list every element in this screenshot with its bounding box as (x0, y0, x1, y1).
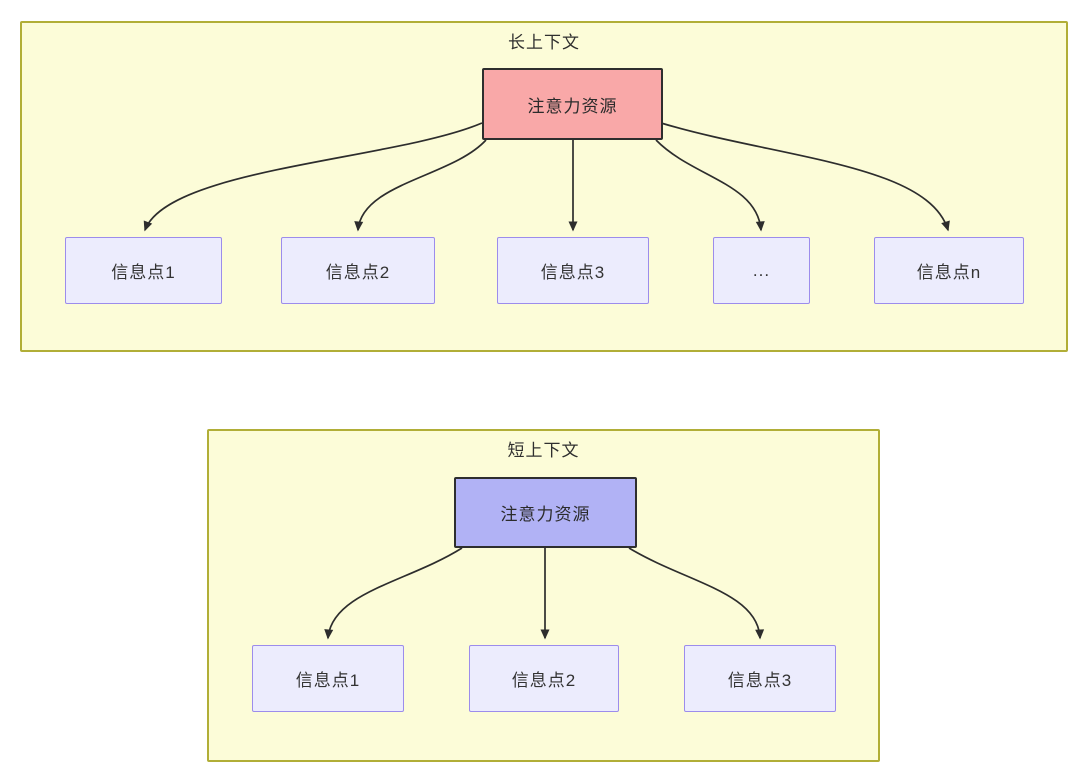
long-attention-box: 注意力资源 (482, 68, 663, 140)
short-info-box-2: 信息点2 (469, 645, 619, 712)
short-context-title: 短上下文 (507, 441, 580, 460)
short-info-box-3: 信息点3 (684, 645, 836, 712)
long-info-box-3: 信息点3 (497, 237, 649, 304)
long-info-box-1: 信息点1 (65, 237, 222, 304)
long-info-box-2: 信息点2 (281, 237, 435, 304)
long-context-title: 长上下文 (508, 33, 580, 52)
long-info-box-ellipsis: ... (713, 237, 810, 304)
short-attention-box: 注意力资源 (454, 477, 637, 548)
short-info-box-1: 信息点1 (252, 645, 404, 712)
long-info-box-n: 信息点n (874, 237, 1024, 304)
